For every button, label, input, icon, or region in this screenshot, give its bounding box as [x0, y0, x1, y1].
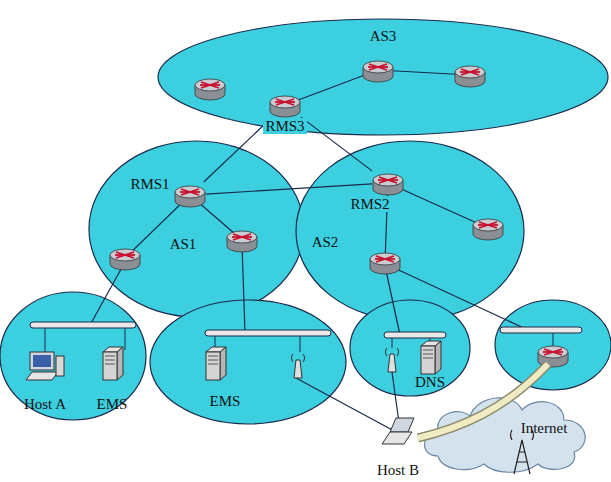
- device-name: EMS: [210, 393, 241, 410]
- backbone-link: [204, 118, 272, 182]
- as-name: AS2: [312, 234, 339, 251]
- device-name: Host B: [377, 462, 419, 479]
- router-icon: [370, 253, 400, 274]
- lan-bus: [30, 322, 582, 338]
- subnet-ellipse: [150, 300, 346, 424]
- router-icon: [373, 174, 403, 195]
- link-lines: [90, 70, 528, 432]
- autonomous-system: AS1 RMS1: [88, 140, 305, 318]
- router-icon: [110, 249, 140, 270]
- router-icon: [473, 219, 503, 240]
- router-icon: [363, 61, 393, 82]
- device-name: EMS: [97, 396, 128, 413]
- server-icon: [206, 347, 226, 380]
- as-ellipse: [88, 140, 305, 318]
- as-name: AS1: [170, 236, 197, 253]
- radio-tower: [511, 430, 534, 474]
- cloud-label: Internet: [521, 420, 568, 437]
- backbone-link: [206, 184, 372, 194]
- device-name: Host A: [24, 396, 66, 413]
- subnet-ellipse: [0, 292, 146, 420]
- server-icon: [421, 341, 441, 374]
- device-name: DNS: [415, 374, 445, 391]
- access-point-icon: [291, 354, 304, 378]
- subnet-ellipse: [495, 300, 611, 390]
- backbone-link: [301, 117, 372, 171]
- as-name: AS3: [370, 28, 397, 45]
- router-icon: [270, 96, 300, 117]
- access-point-icon: [385, 348, 398, 372]
- router-icon: [455, 66, 485, 87]
- router-icon: [175, 186, 205, 207]
- laptop-icon: [382, 418, 414, 444]
- router-icon: [195, 79, 225, 100]
- router-icon: [227, 231, 257, 252]
- router-name: RMS2: [348, 196, 391, 213]
- router-name: RMS1: [128, 176, 171, 193]
- router-name: RMS3: [263, 118, 306, 135]
- server-icon: [103, 347, 123, 380]
- subnet-ellipse: [350, 300, 470, 396]
- desktop-computer-icon: [26, 352, 64, 380]
